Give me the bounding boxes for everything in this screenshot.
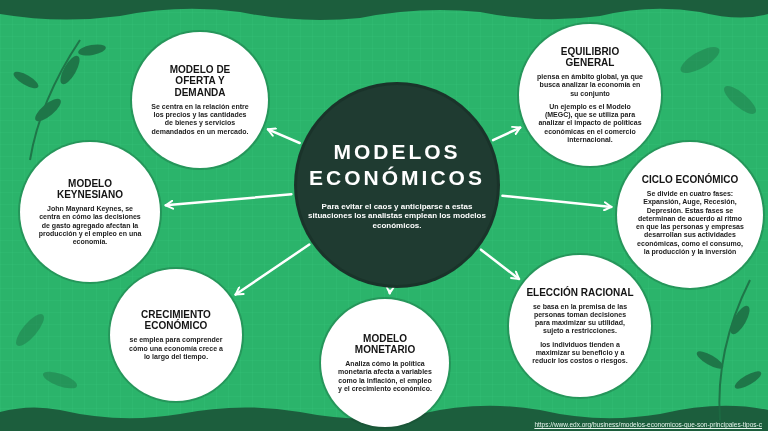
node-heading: ELECCIÓN RACIONAL	[526, 287, 634, 298]
central-circle: MODELOS ECONÓMICOS Para evitar el caos y …	[297, 85, 497, 285]
source-url: https://www.edx.org/business/modelos-eco…	[534, 421, 762, 428]
node-heading: MODELO DE OFERTA Y DEMANDA	[150, 64, 251, 98]
node-body: se basa en la premisa de las personas to…	[526, 303, 634, 336]
arrow-connector	[236, 245, 310, 295]
circle-content: CICLO ECONÓMICO Se divide en cuatro fases…	[635, 174, 746, 256]
node-body: piensa en ámbito global, ya que busca an…	[536, 73, 644, 98]
node-heading: CICLO ECONÓMICO	[635, 174, 746, 185]
node-heading: MODELO KEYNESIANO	[38, 178, 142, 200]
node-body: los individuos tienden a maximizar su be…	[526, 341, 634, 366]
arrow-connector	[268, 129, 300, 143]
node-body: Un ejemplo es el Modelo (MEGC), que se u…	[536, 103, 644, 144]
arrow-connector	[481, 250, 519, 279]
node-body: Se divide en cuatro fases: Expansión, Au…	[635, 190, 746, 256]
node-body: John Maynard Keynes, se centra en cómo l…	[38, 205, 142, 246]
arrow-connector	[502, 196, 611, 207]
node-body: se emplea para comprender cómo una econo…	[129, 336, 224, 361]
circle-content: CRECIMIENTO ECONÓMICO se emplea para comp…	[129, 309, 224, 361]
arrow-connector	[388, 291, 391, 293]
circle-content: MODELO KEYNESIANO John Maynard Keynes, se…	[38, 178, 142, 247]
node-body: Para evitar el caos y anticiparse a esta…	[302, 202, 492, 231]
topic-circle: CRECIMIENTO ECONÓMICO se emplea para comp…	[110, 269, 242, 401]
topic-circle: MODELO KEYNESIANO John Maynard Keynes, se…	[20, 142, 160, 282]
node-heading: MODELOS ECONÓMICOS	[302, 139, 492, 192]
topic-circle: MODELO MONETARIO Analiza cómo la política…	[321, 299, 449, 427]
topic-circle: ELECCIÓN RACIONAL se basa en la premisa d…	[509, 255, 651, 397]
arrow-connector	[166, 194, 292, 205]
circle-content: MODELOS ECONÓMICOS Para evitar el caos y …	[302, 139, 492, 231]
arrow-connector	[493, 128, 520, 141]
node-body: Analiza cómo la política monetaria afect…	[338, 360, 433, 393]
node-heading: CRECIMIENTO ECONÓMICO	[129, 309, 224, 331]
circle-content: MODELO DE OFERTA Y DEMANDA Se centra en l…	[150, 64, 251, 136]
node-body: Se centra en la relación entre los preci…	[150, 103, 251, 136]
circle-content: ELECCIÓN RACIONAL se basa en la premisa d…	[526, 287, 634, 366]
node-heading: MODELO MONETARIO	[338, 333, 433, 355]
topic-circle: EQUILIBRIO GENERAL piensa en ámbito globa…	[519, 24, 661, 166]
topic-circle: CICLO ECONÓMICO Se divide en cuatro fases…	[617, 142, 763, 288]
circle-content: EQUILIBRIO GENERAL piensa en ámbito globa…	[536, 46, 644, 144]
circle-content: MODELO MONETARIO Analiza cómo la política…	[338, 333, 433, 393]
node-heading: EQUILIBRIO GENERAL	[536, 46, 644, 68]
topic-circle: MODELO DE OFERTA Y DEMANDA Se centra en l…	[132, 32, 268, 168]
